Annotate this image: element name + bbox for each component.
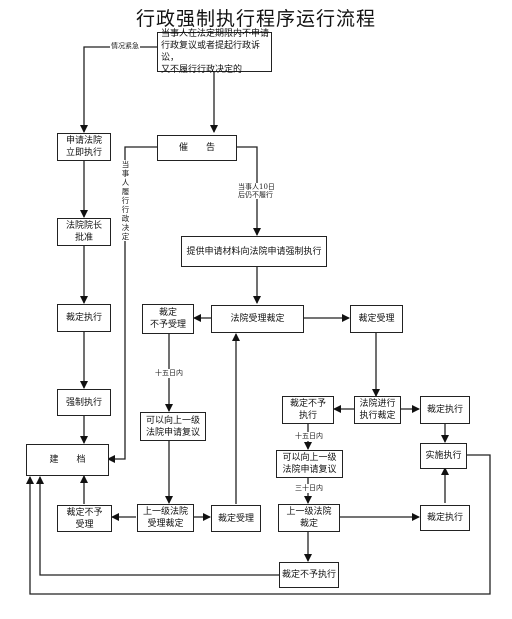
ten-days-label: 当事人10日 后仍不履行: [238, 183, 275, 199]
ruling-no-accept-box: 裁定 不予受理: [142, 304, 194, 334]
enforce-box: 强制执行: [57, 389, 111, 416]
apply-immediate-execution-box: 申请法院 立即执行: [57, 133, 111, 161]
thirty-days-label: 三十日内: [294, 484, 324, 493]
start-condition-box: 当事人在法定期限内不申请 行政复议或者提起行政诉讼， 又不履行行政决定的: [157, 29, 272, 75]
bottom-no-accept-box: 裁定不予 受理: [57, 505, 112, 532]
court-review-ruling-box: 法院受理裁定: [211, 305, 304, 333]
ruling-accept-right-box: 裁定受理: [350, 305, 403, 333]
ruling-execute-right-box: 裁定执行: [420, 396, 470, 424]
court-execute-ruling-box: 法院进行 执行裁定: [354, 396, 401, 424]
upper-court-accept-box: 上一级法院 受理裁定: [137, 504, 194, 532]
archive-box: 建 档: [26, 444, 109, 476]
ruling-execute-bottom-box: 裁定执行: [420, 505, 470, 531]
ruling-no-execute-box: 裁定不予 执行: [282, 396, 334, 424]
ruling-execute-left-box: 裁定执行: [57, 304, 111, 332]
reconsider-box-1: 可以向上一级 法院申请复议: [140, 412, 206, 441]
fifteen-days-label-b: 十五日内: [294, 432, 324, 441]
page-title: 行政强制执行程序运行流程: [135, 8, 376, 30]
implement-execution-box: 实施执行: [420, 443, 467, 469]
urgent-label: 情况紧急: [110, 42, 140, 51]
remind-box: 催 告: [157, 135, 237, 161]
reconsider-box-2: 可以向上一级 法院申请复议: [276, 450, 343, 478]
ruling-no-execute-final-box: 裁定不予执行: [279, 562, 339, 588]
fifteen-days-label-a: 十五日内: [154, 369, 184, 378]
ruling-accept-bottom-box: 裁定受理: [211, 505, 261, 532]
president-approve-box: 法院院长 批准: [57, 218, 111, 246]
submit-application-box: 提供申请材料向法院申请强制执行: [181, 236, 327, 267]
upper-court-ruling-box: 上一级法院 裁定: [278, 504, 340, 532]
fulfilled-label: 当事人履行行政决定: [121, 160, 130, 241]
